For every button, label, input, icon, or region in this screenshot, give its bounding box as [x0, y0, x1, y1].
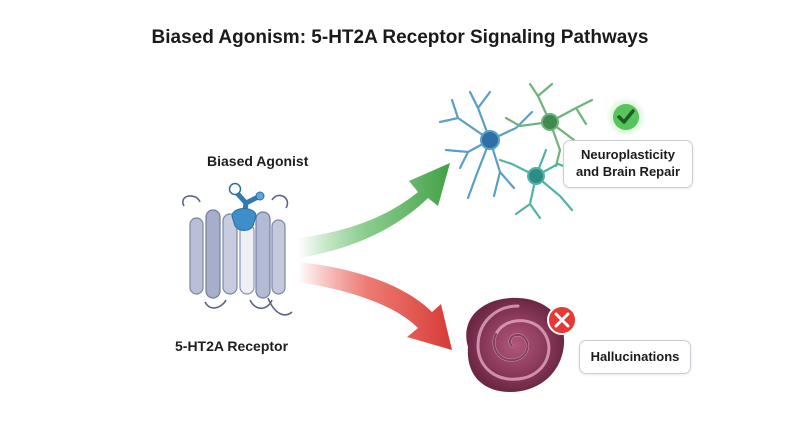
neurons-icon: [438, 82, 594, 220]
hallucinations-label: Hallucinations: [590, 348, 680, 364]
receptor-label: 5-HT2A Receptor: [175, 338, 289, 354]
x-icon: [547, 305, 577, 335]
hallucinations-outcome-box: Hallucinations: [579, 340, 691, 374]
neuroplasticity-label: Neuroplasticity and Brain Repair: [575, 147, 681, 179]
page-title: Biased Agonism: 5-HT2A Receptor Signalin…: [151, 27, 649, 48]
agonist-label: Biased Agonist: [207, 153, 309, 169]
receptor-icon: [182, 194, 293, 316]
green-pathway-arrow: [298, 163, 450, 258]
spiral-icon: [466, 297, 565, 392]
agonist-molecule-icon: [228, 182, 265, 231]
neuroplasticity-outcome-box: Neuroplasticity and Brain Repair: [563, 140, 693, 188]
check-icon: [606, 97, 646, 137]
red-pathway-arrow: [298, 262, 452, 350]
